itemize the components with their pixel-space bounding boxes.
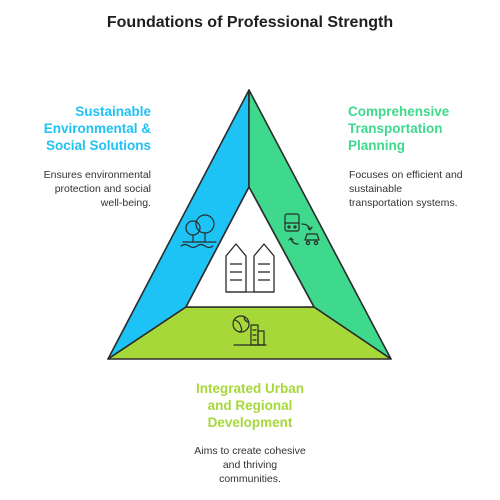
skyscrapers-icon (225, 243, 275, 293)
inner-triangle (185, 186, 315, 308)
transportation-description: Focuses on efficient and sustainable tra… (349, 169, 463, 209)
page-title: Foundations of Professional Strength (106, 14, 394, 31)
globe-city-icon (232, 315, 267, 346)
transportation-heading: Comprehensive Transportation Planning (348, 104, 450, 153)
trees-park-icon (180, 214, 217, 249)
urban-heading: Integrated Urban and Regional Developmen… (195, 381, 304, 430)
transit-cycle-icon (284, 213, 320, 246)
urban-description: Aims to create cohesive and thriving com… (194, 445, 306, 485)
environmental-description: Ensures environmental protection and soc… (43, 169, 151, 209)
environmental-heading: Sustainable Environmental & Social Solut… (43, 104, 151, 153)
